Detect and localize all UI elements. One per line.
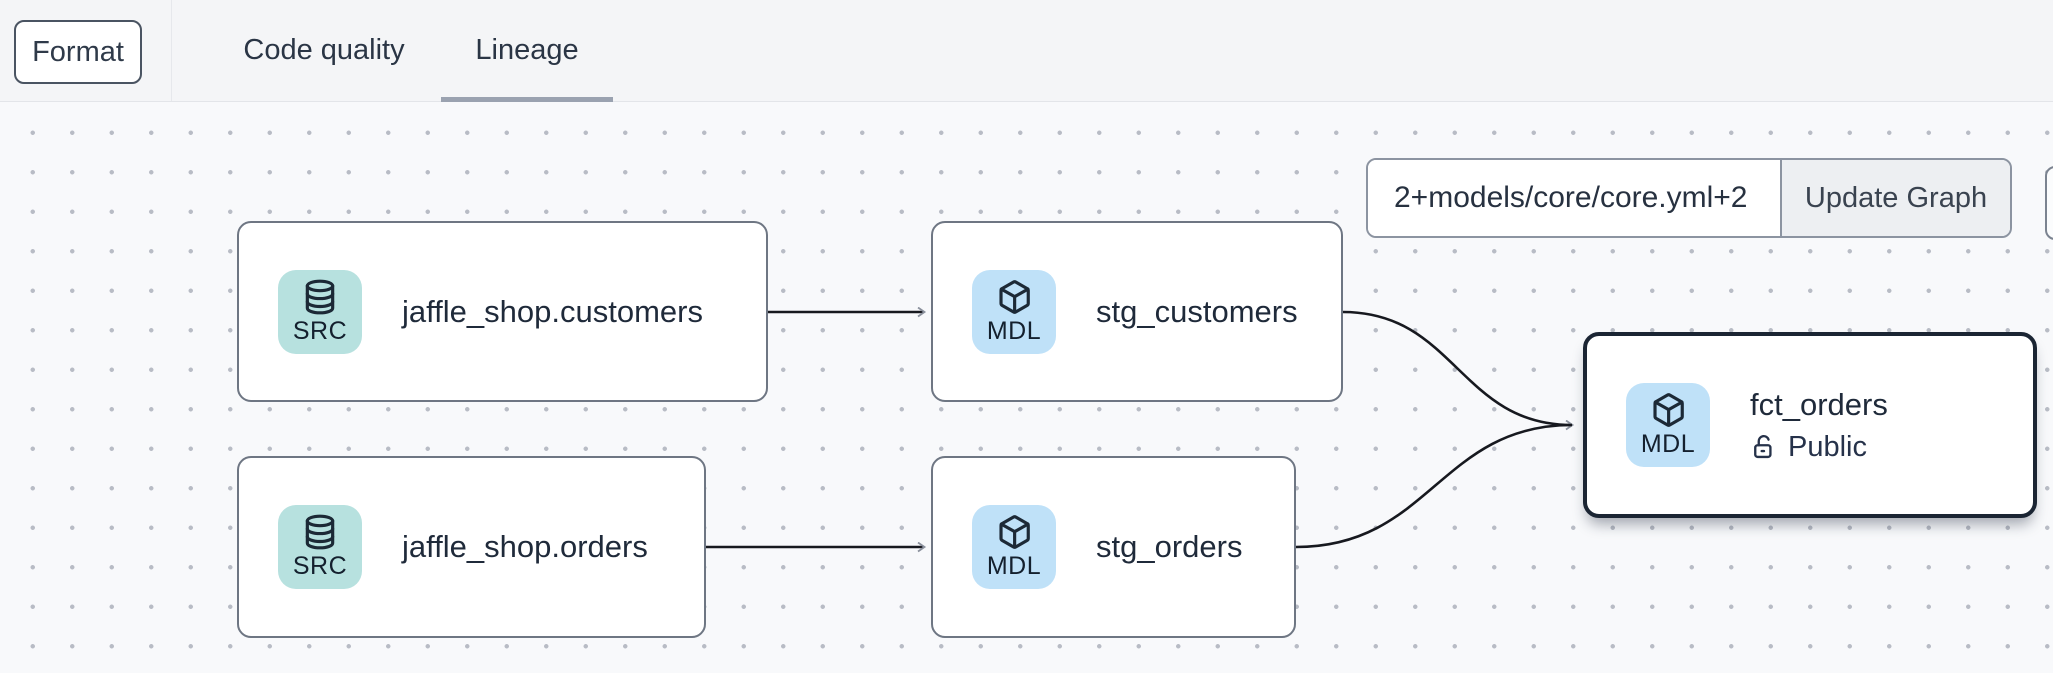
unlock-icon [1754, 435, 1772, 459]
canvas-bottom-strip [0, 673, 2053, 680]
model-badge: MDL [1626, 383, 1710, 467]
graph-selector-group: Update Graph [1366, 158, 2012, 238]
cube-icon [999, 279, 1030, 314]
badge-label: MDL [986, 316, 1042, 345]
clipped-right-button[interactable] [2045, 166, 2053, 240]
database-icon [305, 514, 335, 550]
node-stg-orders[interactable]: MDL stg_orders [931, 456, 1296, 638]
source-badge: SRC [278, 269, 362, 354]
access-label: Public [1788, 430, 1867, 463]
model-badge: MDL [972, 505, 1056, 589]
format-button[interactable]: Format [14, 20, 142, 84]
toolbar-divider [171, 0, 172, 101]
tab-lineage[interactable]: Lineage [475, 34, 579, 66]
source-badge: SRC [278, 505, 362, 589]
badge-label: SRC [292, 316, 348, 345]
node-jaffle-shop-orders[interactable]: SRC jaffle_shop.orders [237, 456, 706, 638]
active-tab-underline [441, 97, 613, 102]
cube-icon [999, 515, 1030, 549]
node-label: stg_orders [1096, 529, 1243, 564]
badge-label: MDL [986, 552, 1042, 580]
update-graph-button[interactable]: Update Graph [1780, 160, 2010, 236]
tab-code-quality[interactable]: Code quality [243, 34, 405, 66]
node-stg-customers[interactable]: MDL stg_customers [931, 221, 1343, 402]
database-icon [305, 279, 335, 314]
top-toolbar: Format Code quality Lineage [0, 0, 2053, 102]
badge-label: SRC [292, 552, 348, 580]
node-jaffle-shop-customers[interactable]: SRC jaffle_shop.customers [237, 221, 768, 402]
node-selector-input[interactable] [1368, 160, 1780, 236]
node-label: stg_customers [1096, 293, 1298, 329]
badge-label: MDL [1640, 430, 1696, 458]
cube-icon [1653, 393, 1684, 427]
node-label: jaffle_shop.customers [402, 293, 703, 329]
access-badge: Public [1750, 431, 1888, 464]
node-fct-orders[interactable]: MDL fct_orders Public [1583, 332, 2037, 518]
node-label: jaffle_shop.orders [402, 529, 648, 564]
node-label: fct_orders [1750, 386, 1888, 422]
model-badge: MDL [972, 269, 1056, 354]
